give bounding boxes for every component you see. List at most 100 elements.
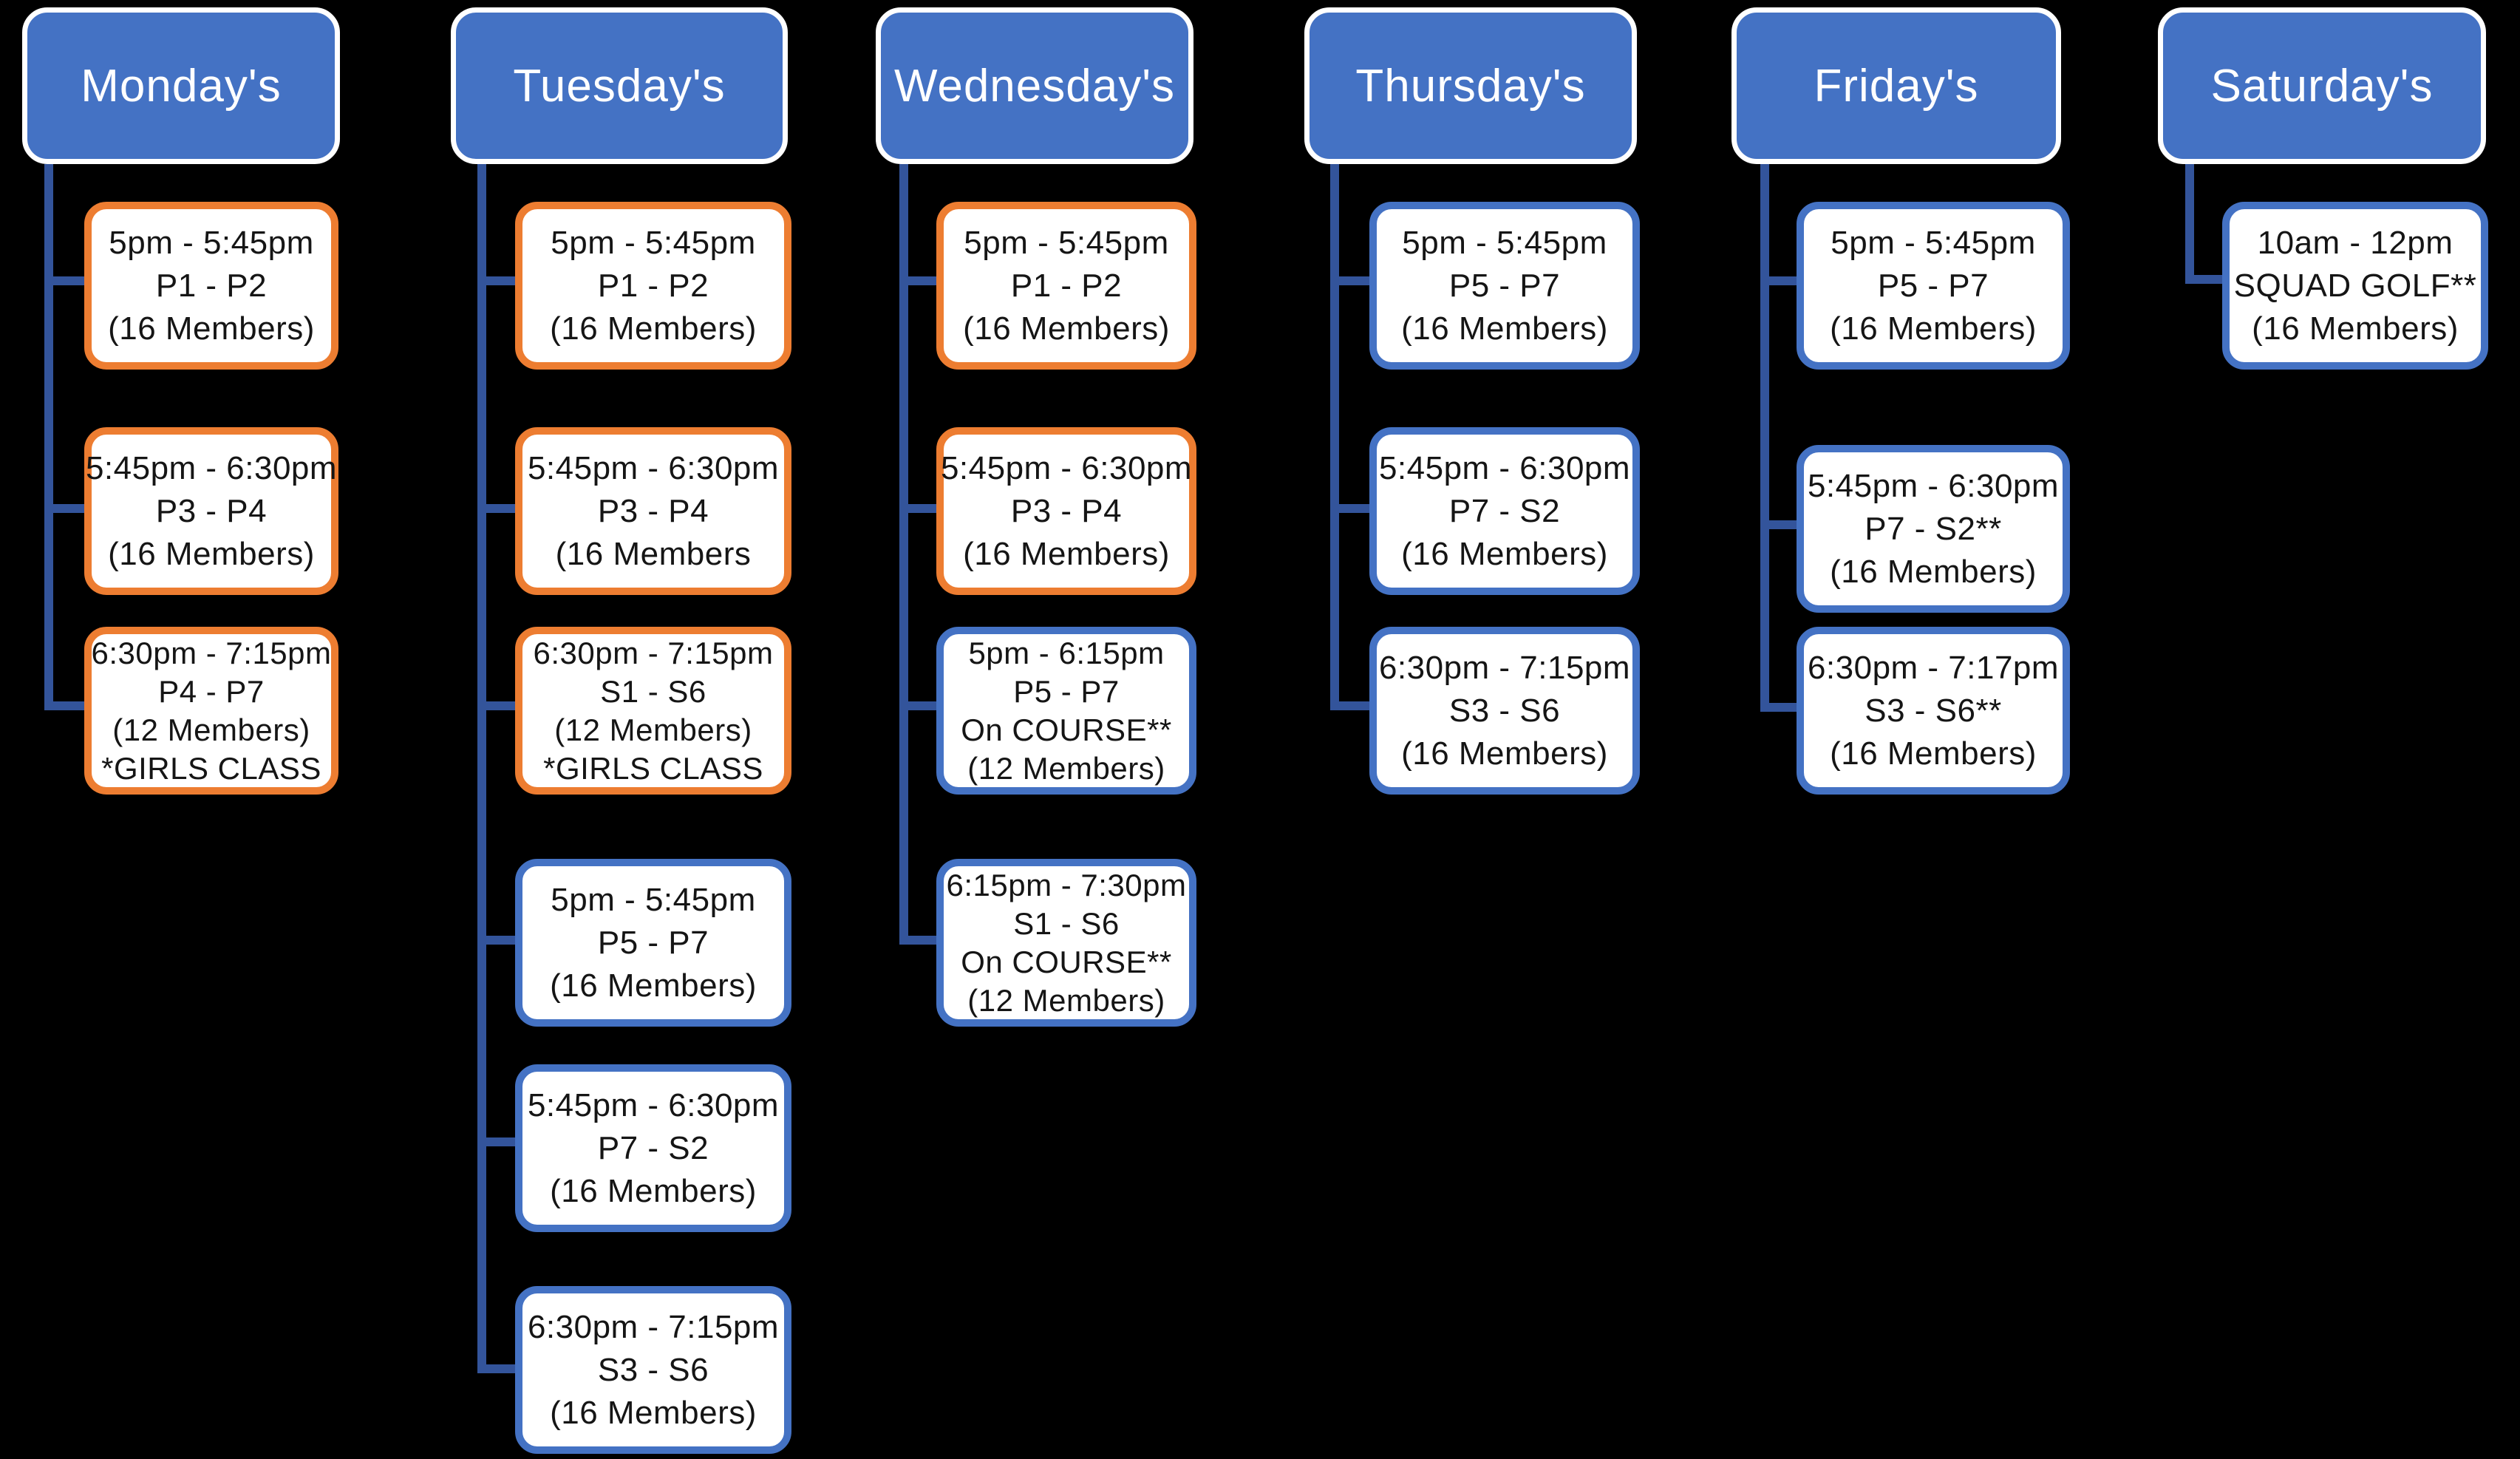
class-group-line: P1 - P2: [597, 267, 709, 304]
class-group-line: P5 - P7: [1448, 267, 1561, 304]
class-group-line: P3 - P4: [155, 492, 268, 529]
monday-class-2-card: 5:45pm - 6:30pm P3 - P4 (16 Members): [84, 427, 338, 595]
thursday-connector-stub-2: [1330, 504, 1375, 513]
class-time-line: 5pm - 5:45pm: [964, 224, 1169, 261]
class-members-line: (16 Members): [1830, 310, 2037, 347]
tuesday-class-3-card: 6:30pm - 7:15pm S1 - S6 (12 Members) *GI…: [515, 627, 791, 795]
friday-class-3-card: 6:30pm - 7:17pm S3 - S6** (16 Members): [1797, 627, 2070, 795]
friday-class-2-card: 5:45pm - 6:30pm P7 - S2** (16 Members): [1797, 445, 2070, 613]
friday-connector-stub-1: [1760, 276, 1802, 285]
tuesday-connector-stub-3: [477, 701, 521, 710]
class-group-line: P7 - S2: [1448, 492, 1561, 529]
tuesday-connector-stub-5: [477, 1137, 521, 1146]
class-group-line: P7 - S2: [597, 1129, 709, 1166]
tuesday-connector-stub-2: [477, 504, 521, 513]
class-time-line: 5:45pm - 6:30pm: [85, 449, 338, 486]
thursday-class-3-card: 6:30pm - 7:15pm S3 - S6 (16 Members): [1369, 627, 1640, 795]
class-group-line: S3 - S6**: [1865, 692, 2002, 729]
class-time-line: 5:45pm - 6:30pm: [527, 449, 780, 486]
day-header-tuesday: Tuesday's: [451, 7, 788, 164]
class-group-line: P5 - P7: [1877, 267, 1989, 304]
friday-connector-stub-3: [1760, 703, 1802, 712]
class-members-line: (16 Members): [108, 310, 315, 347]
class-time-line: 5pm - 5:45pm: [551, 224, 756, 261]
thursday-connector-trunk: [1330, 164, 1339, 710]
class-members-line: (16 Members): [550, 1172, 757, 1209]
class-group-line: P7 - S2**: [1865, 510, 2002, 547]
class-time-line: 6:15pm - 7:30pm: [946, 867, 1187, 902]
day-header-friday: Friday's: [1731, 7, 2061, 164]
monday-connector-stub-3: [44, 701, 90, 710]
friday-class-1-card: 5pm - 5:45pm P5 - P7 (16 Members): [1797, 202, 2070, 370]
saturday-class-1-card: 10am - 12pm SQUAD GOLF** (16 Members): [2222, 202, 2488, 370]
wednesday-class-2-card: 5:45pm - 6:30pm P3 - P4 (16 Members): [936, 427, 1196, 595]
class-time-line: 6:30pm - 7:15pm: [91, 635, 332, 670]
class-group-line: P5 - P7: [597, 924, 709, 961]
wednesday-connector-stub-3: [899, 701, 942, 710]
class-note-line: *GIRLS CLASS: [101, 750, 321, 786]
class-members-line: (16 Members): [2252, 310, 2459, 347]
tuesday-connector-stub-4: [477, 936, 521, 945]
monday-connector-stub-1: [44, 276, 90, 285]
day-header-thursday: Thursday's: [1304, 7, 1637, 164]
thursday-connector-stub-1: [1330, 276, 1375, 285]
day-header-saturday: Saturday's: [2158, 7, 2486, 164]
class-members-line: (12 Members): [554, 712, 752, 747]
class-group-line: P3 - P4: [597, 492, 709, 529]
class-members-line: (16 Members): [108, 535, 315, 572]
class-time-line: 6:30pm - 7:15pm: [1378, 649, 1631, 686]
class-group-line: P3 - P4: [1010, 492, 1123, 529]
class-members-line: (16 Members): [1830, 553, 2037, 590]
wednesday-connector-trunk: [899, 164, 908, 945]
class-group-line: P5 - P7: [1013, 673, 1120, 709]
friday-connector-stub-2: [1760, 520, 1802, 529]
tuesday-connector-trunk: [477, 164, 486, 1373]
class-time-line: 5pm - 5:45pm: [551, 881, 756, 918]
class-time-line: 5:45pm - 6:30pm: [940, 449, 1193, 486]
class-time-line: 6:30pm - 7:15pm: [527, 1308, 780, 1345]
friday-connector-trunk: [1760, 164, 1769, 712]
class-members-line: (16 Members): [963, 310, 1170, 347]
wednesday-class-1-card: 5pm - 5:45pm P1 - P2 (16 Members): [936, 202, 1196, 370]
tuesday-class-1-card: 5pm - 5:45pm P1 - P2 (16 Members): [515, 202, 791, 370]
class-group-line: P1 - P2: [155, 267, 268, 304]
wednesday-class-4-card: 6:15pm - 7:30pm S1 - S6 On COURSE** (12 …: [936, 859, 1196, 1027]
class-members-line: (16 Members): [550, 967, 757, 1004]
class-group-line: S3 - S6: [597, 1351, 709, 1388]
class-time-line: 5:45pm - 6:30pm: [1378, 449, 1631, 486]
class-note-line: *GIRLS CLASS: [543, 750, 763, 786]
thursday-class-2-card: 5:45pm - 6:30pm P7 - S2 (16 Members): [1369, 427, 1640, 595]
class-time-line: 5:45pm - 6:30pm: [1807, 467, 2060, 504]
class-time-line: 5pm - 6:15pm: [968, 635, 1165, 670]
day-header-wednesday: Wednesday's: [876, 7, 1193, 164]
class-time-line: 5pm - 5:45pm: [1831, 224, 2036, 261]
class-members-line: (12 Members): [112, 712, 310, 747]
tuesday-class-5-card: 5:45pm - 6:30pm P7 - S2 (16 Members): [515, 1064, 791, 1232]
saturday-connector-trunk: [2185, 164, 2194, 284]
class-time-line: 5pm - 5:45pm: [109, 224, 314, 261]
class-group-line: S3 - S6: [1448, 692, 1561, 729]
class-members-line: (16 Members): [1830, 735, 2037, 772]
monday-class-3-card: 6:30pm - 7:15pm P4 - P7 (12 Members) *GI…: [84, 627, 338, 795]
class-group-line: S1 - S6: [600, 673, 706, 709]
wednesday-connector-stub-1: [899, 276, 942, 285]
class-members-line: (12 Members): [967, 982, 1165, 1018]
wednesday-connector-stub-4: [899, 936, 942, 945]
class-members-line: (16 Members): [963, 535, 1170, 572]
day-header-monday: Monday's: [22, 7, 340, 164]
class-time-line: 5:45pm - 6:30pm: [527, 1086, 780, 1123]
tuesday-connector-stub-6: [477, 1364, 521, 1373]
class-members-line: (16 Members): [1401, 735, 1608, 772]
class-location-line: On COURSE**: [961, 712, 1172, 747]
thursday-class-1-card: 5pm - 5:45pm P5 - P7 (16 Members): [1369, 202, 1640, 370]
thursday-connector-stub-3: [1330, 701, 1375, 710]
class-members-line: (12 Members): [967, 750, 1165, 786]
class-members-line: (16 Members): [1401, 310, 1608, 347]
tuesday-connector-stub-1: [477, 276, 521, 285]
class-members-line: (16 Members): [550, 310, 757, 347]
class-group-line: S1 - S6: [1013, 905, 1120, 941]
class-time-line: 6:30pm - 7:17pm: [1807, 649, 2060, 686]
class-location-line: On COURSE**: [961, 944, 1172, 979]
class-time-line: 10am - 12pm: [2257, 224, 2453, 261]
tuesday-class-2-card: 5:45pm - 6:30pm P3 - P4 (16 Members: [515, 427, 791, 595]
